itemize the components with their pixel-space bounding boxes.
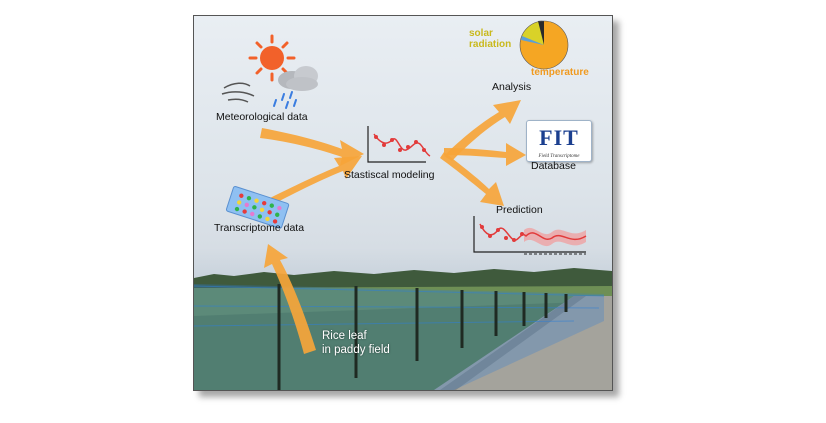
- fit-logo-icon: FIT Field Transcriptome: [526, 120, 592, 162]
- analysis-label: Analysis: [492, 81, 532, 93]
- transcriptome-label: Transcriptome data: [214, 222, 305, 234]
- prediction-plot: [473, 216, 587, 255]
- scene-illustration: [194, 20, 612, 390]
- arrow-modeling-to-analysis: [444, 100, 521, 161]
- rice-field-label: Rice leaf in paddy field: [322, 329, 390, 357]
- arrow-modeling-to-prediction: [440, 152, 504, 206]
- solar-line-2: radiation: [469, 39, 512, 50]
- arrow-field-to-transcriptome: [264, 244, 316, 354]
- microarray-chip-icon: [225, 186, 290, 229]
- figure-frame: FIT Field Transcriptome Meteorological d…: [193, 15, 613, 391]
- rain-icon: [273, 91, 297, 109]
- wind-icon: [221, 82, 255, 103]
- flow-arrows: [260, 100, 526, 354]
- analysis-pie-chart: [519, 20, 569, 70]
- arrow-modeling-to-database: [444, 143, 526, 166]
- cloud-icon: [278, 66, 318, 91]
- solar-line-1: solar: [469, 28, 493, 39]
- logo-subtitle: Field Transcriptome: [538, 154, 580, 159]
- sun-icon: [248, 34, 296, 82]
- tree-line: [194, 268, 612, 288]
- meteorological-label: Meteorological data: [216, 111, 308, 123]
- arrow-transcriptome-to-modeling: [264, 156, 362, 206]
- arrow-meteorological-to-modeling: [260, 128, 364, 166]
- solar-radiation-label: solar radiation: [469, 28, 511, 50]
- modeling-label: Stastiscal modeling: [344, 169, 435, 181]
- prediction-label: Prediction: [496, 204, 543, 216]
- temperature-label: temperature: [531, 67, 589, 78]
- modeling-mini-plot: [367, 126, 431, 163]
- rice-line-1: Rice leaf: [322, 330, 367, 342]
- rice-line-2: in paddy field: [322, 344, 390, 356]
- database-label: Database: [531, 160, 576, 172]
- logo-text: FIT: [539, 125, 579, 150]
